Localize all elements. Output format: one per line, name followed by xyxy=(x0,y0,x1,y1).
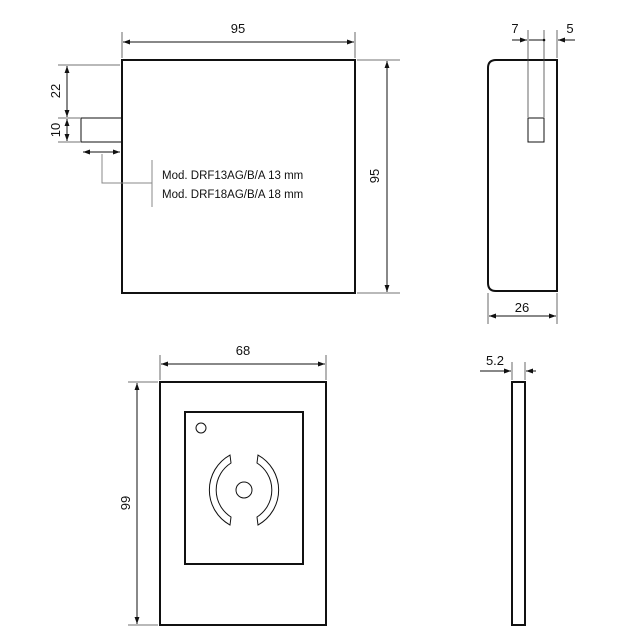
side-view-slot xyxy=(527,117,545,143)
reader-width-dimension: 68 xyxy=(159,343,327,380)
reader-height-dimension: 99 xyxy=(118,381,158,626)
model-note-18mm: Mod. DRF18AG/B/A 18 mm xyxy=(162,189,303,201)
tab-height-dimension: 10 xyxy=(48,119,80,143)
front-width-dimension: 95 xyxy=(121,21,356,58)
tab-offset-dimension: 22 xyxy=(48,64,120,119)
front-view-body xyxy=(121,59,356,294)
side-offset-dimension: 7 5 xyxy=(511,21,575,117)
model-note-13mm: Mod. DRF13AG/B/A 13 mm xyxy=(162,170,303,182)
side-depth-label: 26 xyxy=(515,300,529,315)
antenna-center-icon xyxy=(235,481,253,499)
antenna-right-arc-icon xyxy=(256,454,280,526)
tab-height-label: 10 xyxy=(48,123,63,137)
reader-front-panel xyxy=(184,411,304,565)
tab-offset-label: 22 xyxy=(48,84,63,98)
front-height-label: 95 xyxy=(367,169,382,183)
side-offset-label: 7 xyxy=(511,21,518,36)
reader-side-body xyxy=(511,381,526,626)
reader-height-label: 99 xyxy=(118,496,133,510)
tab-length-dimension xyxy=(83,149,153,207)
side-view-body xyxy=(487,59,558,292)
reader-side-view: 5.2 xyxy=(480,353,536,626)
side-depth-dimension: 26 xyxy=(487,293,558,324)
front-height-dimension: 95 xyxy=(357,59,400,294)
led-indicator-icon xyxy=(195,422,207,434)
front-view: 95 95 22 10 Mod. DRF13AG xyxy=(48,21,400,294)
reader-front-plate xyxy=(159,381,327,626)
model-notes: Mod. DRF13AG/B/A 13 mm Mod. DRF18AG/B/A … xyxy=(162,170,303,201)
reader-front-view: 68 99 xyxy=(118,343,327,626)
side-view: 7 5 26 xyxy=(487,21,575,324)
reader-thickness-dimension: 5.2 xyxy=(480,353,536,380)
antenna-left-arc-icon xyxy=(208,454,232,526)
front-view-tab xyxy=(80,117,123,143)
front-width-label: 95 xyxy=(231,21,245,36)
side-slot-label: 5 xyxy=(566,21,573,36)
reader-thickness-label: 5.2 xyxy=(486,353,504,368)
reader-width-label: 68 xyxy=(236,343,250,358)
